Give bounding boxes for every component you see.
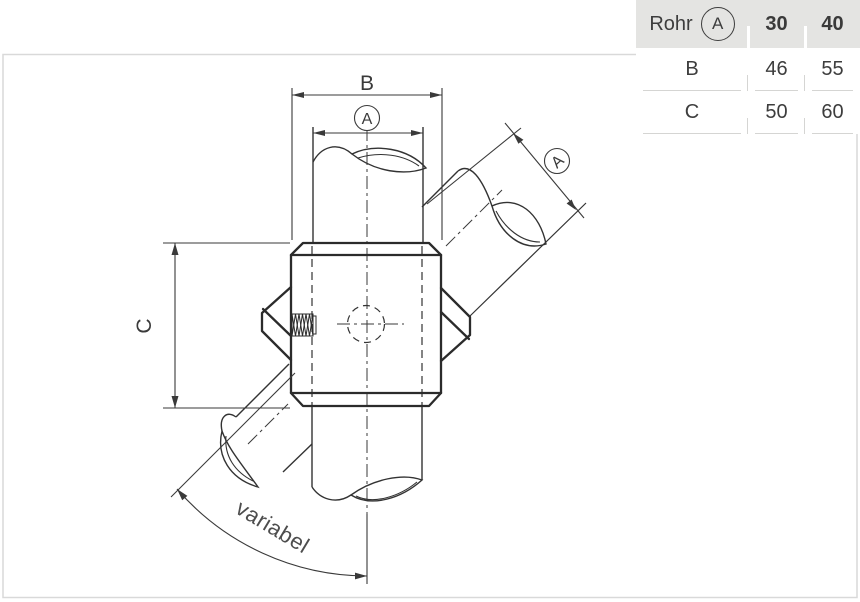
- clamp-chamfer-top: [289, 241, 443, 257]
- pipe-edge-extended: [469, 202, 587, 317]
- arrowhead: [177, 489, 188, 501]
- header-cell-size-30: 30: [747, 0, 805, 48]
- dim-c-label: C: [133, 318, 156, 333]
- rohr-label: Rohr: [649, 12, 693, 35]
- arrowhead: [513, 133, 524, 144]
- row-value: 60: [804, 91, 860, 134]
- vertical-pipe: [311, 127, 428, 502]
- dimension-table-header-row: Rohr A 30 40: [636, 0, 860, 48]
- dim-a-top-label: A: [362, 111, 373, 128]
- arrowhead: [430, 92, 442, 98]
- pipe-break-loop-bottom-inner: [355, 481, 418, 501]
- arrowhead: [566, 199, 576, 210]
- extension-line: [170, 372, 296, 498]
- dim-b-label: B: [360, 72, 374, 95]
- pipe-break-wave-bottom: [311, 486, 352, 501]
- clamp-chamfer-bottom: [289, 391, 443, 408]
- dimension-table: Rohr A 30 40 B 46 55 C 50 60: [636, 0, 860, 134]
- clamp-wing-left: [260, 285, 293, 362]
- pipe-break-wave: [220, 413, 237, 432]
- clamp-wing-right-inner-edge: [439, 310, 471, 341]
- extension-line: [426, 127, 522, 205]
- header-cell-size-40: 40: [804, 0, 860, 48]
- clamp-wing-left-inner-edge: [261, 307, 293, 338]
- screw-tip: [313, 315, 317, 335]
- dimension-a-top: A: [313, 104, 423, 136]
- row-value: 55: [804, 48, 860, 91]
- pipe-break-loop: [491, 201, 547, 247]
- table-row-c: C 50 60: [636, 91, 860, 134]
- angle-label: variabel: [232, 495, 314, 558]
- row-label: C: [636, 91, 748, 134]
- arrowhead: [411, 130, 423, 136]
- angle-arc: [176, 488, 368, 577]
- clamp-body-face: [289, 253, 443, 395]
- row-value: 50: [747, 91, 805, 134]
- centerlines: [247, 128, 503, 531]
- header-cell-rohr: Rohr A: [636, 0, 748, 48]
- screw-thread-hatch: [291, 313, 314, 337]
- arrowhead: [292, 92, 304, 98]
- hidden-lines: [311, 246, 423, 405]
- pipe-break-loop: [220, 428, 260, 489]
- row-value: 46: [747, 48, 805, 91]
- pipe-edge: [421, 170, 459, 208]
- dim-a-top-circle: [353, 104, 381, 132]
- diagonal-pipe-centerline-upper: [445, 189, 503, 247]
- hidden-bore-circle: [346, 304, 386, 344]
- pipe-edge: [235, 363, 290, 418]
- pipe-break-wave: [457, 167, 493, 207]
- clamp-screw: [291, 313, 317, 337]
- row-label: B: [636, 48, 748, 91]
- diagonal-pipe-centerline-lower: [247, 403, 289, 445]
- pipe-break-loop-top: [350, 147, 428, 173]
- dimension-b: B: [291, 72, 443, 240]
- dimension-a-diagonal: A: [426, 122, 585, 219]
- dimension-c: C: [133, 242, 290, 409]
- table-row-b: B 46 55: [636, 48, 860, 91]
- arrowhead: [171, 243, 179, 255]
- angle-dimension-variabel: variabel: [170, 372, 368, 584]
- pipe-break-wave-top: [312, 146, 353, 163]
- pipe-break-loop-inner: [225, 435, 254, 482]
- pipe-break-loop-bottom: [349, 476, 424, 502]
- screw-thread-hatch: [291, 313, 314, 337]
- rohr-label-group: Rohr A: [649, 7, 735, 41]
- pipe-edge: [282, 443, 313, 473]
- pipe-break-loop-top-inner: [357, 153, 420, 167]
- dim-a-diagonal-circle: [543, 147, 571, 175]
- diagonal-pipe-upper: [421, 167, 587, 317]
- clamp-wing-right: [439, 286, 472, 363]
- arrowhead: [355, 572, 367, 580]
- pipe-break-loop-inner: [495, 210, 541, 243]
- arrowhead: [313, 130, 325, 136]
- circled-a-icon: A: [700, 7, 735, 41]
- arrowhead: [171, 396, 179, 408]
- clamp-block: [260, 241, 472, 408]
- drawing-frame-border: [2, 53, 858, 599]
